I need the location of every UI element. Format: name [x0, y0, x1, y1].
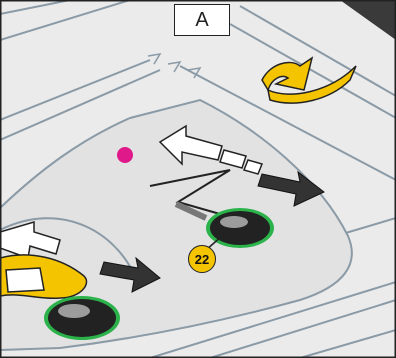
curved-arrow-icon: [261, 56, 314, 92]
view-label: A: [174, 4, 230, 36]
finger-tip-left: [5, 267, 45, 293]
direction-arrow-lower: [99, 256, 161, 293]
button-lower-left: [44, 296, 120, 340]
lever-shaft: [174, 201, 208, 221]
callout-number: 22: [188, 245, 216, 273]
button-region: [0, 98, 353, 352]
alignment-arrows: [147, 52, 202, 79]
lever-line: [149, 169, 231, 215]
curved-arrow-tail: [266, 65, 357, 104]
finger-swipe-arrow-icon: [158, 124, 264, 175]
direction-arrow-icon: [257, 170, 325, 207]
corner-shadow: [340, 0, 396, 40]
indicator-dot-icon: [117, 147, 133, 163]
button-lower-right: [206, 208, 274, 248]
finger-swipe-arrow-left: [0, 220, 61, 260]
